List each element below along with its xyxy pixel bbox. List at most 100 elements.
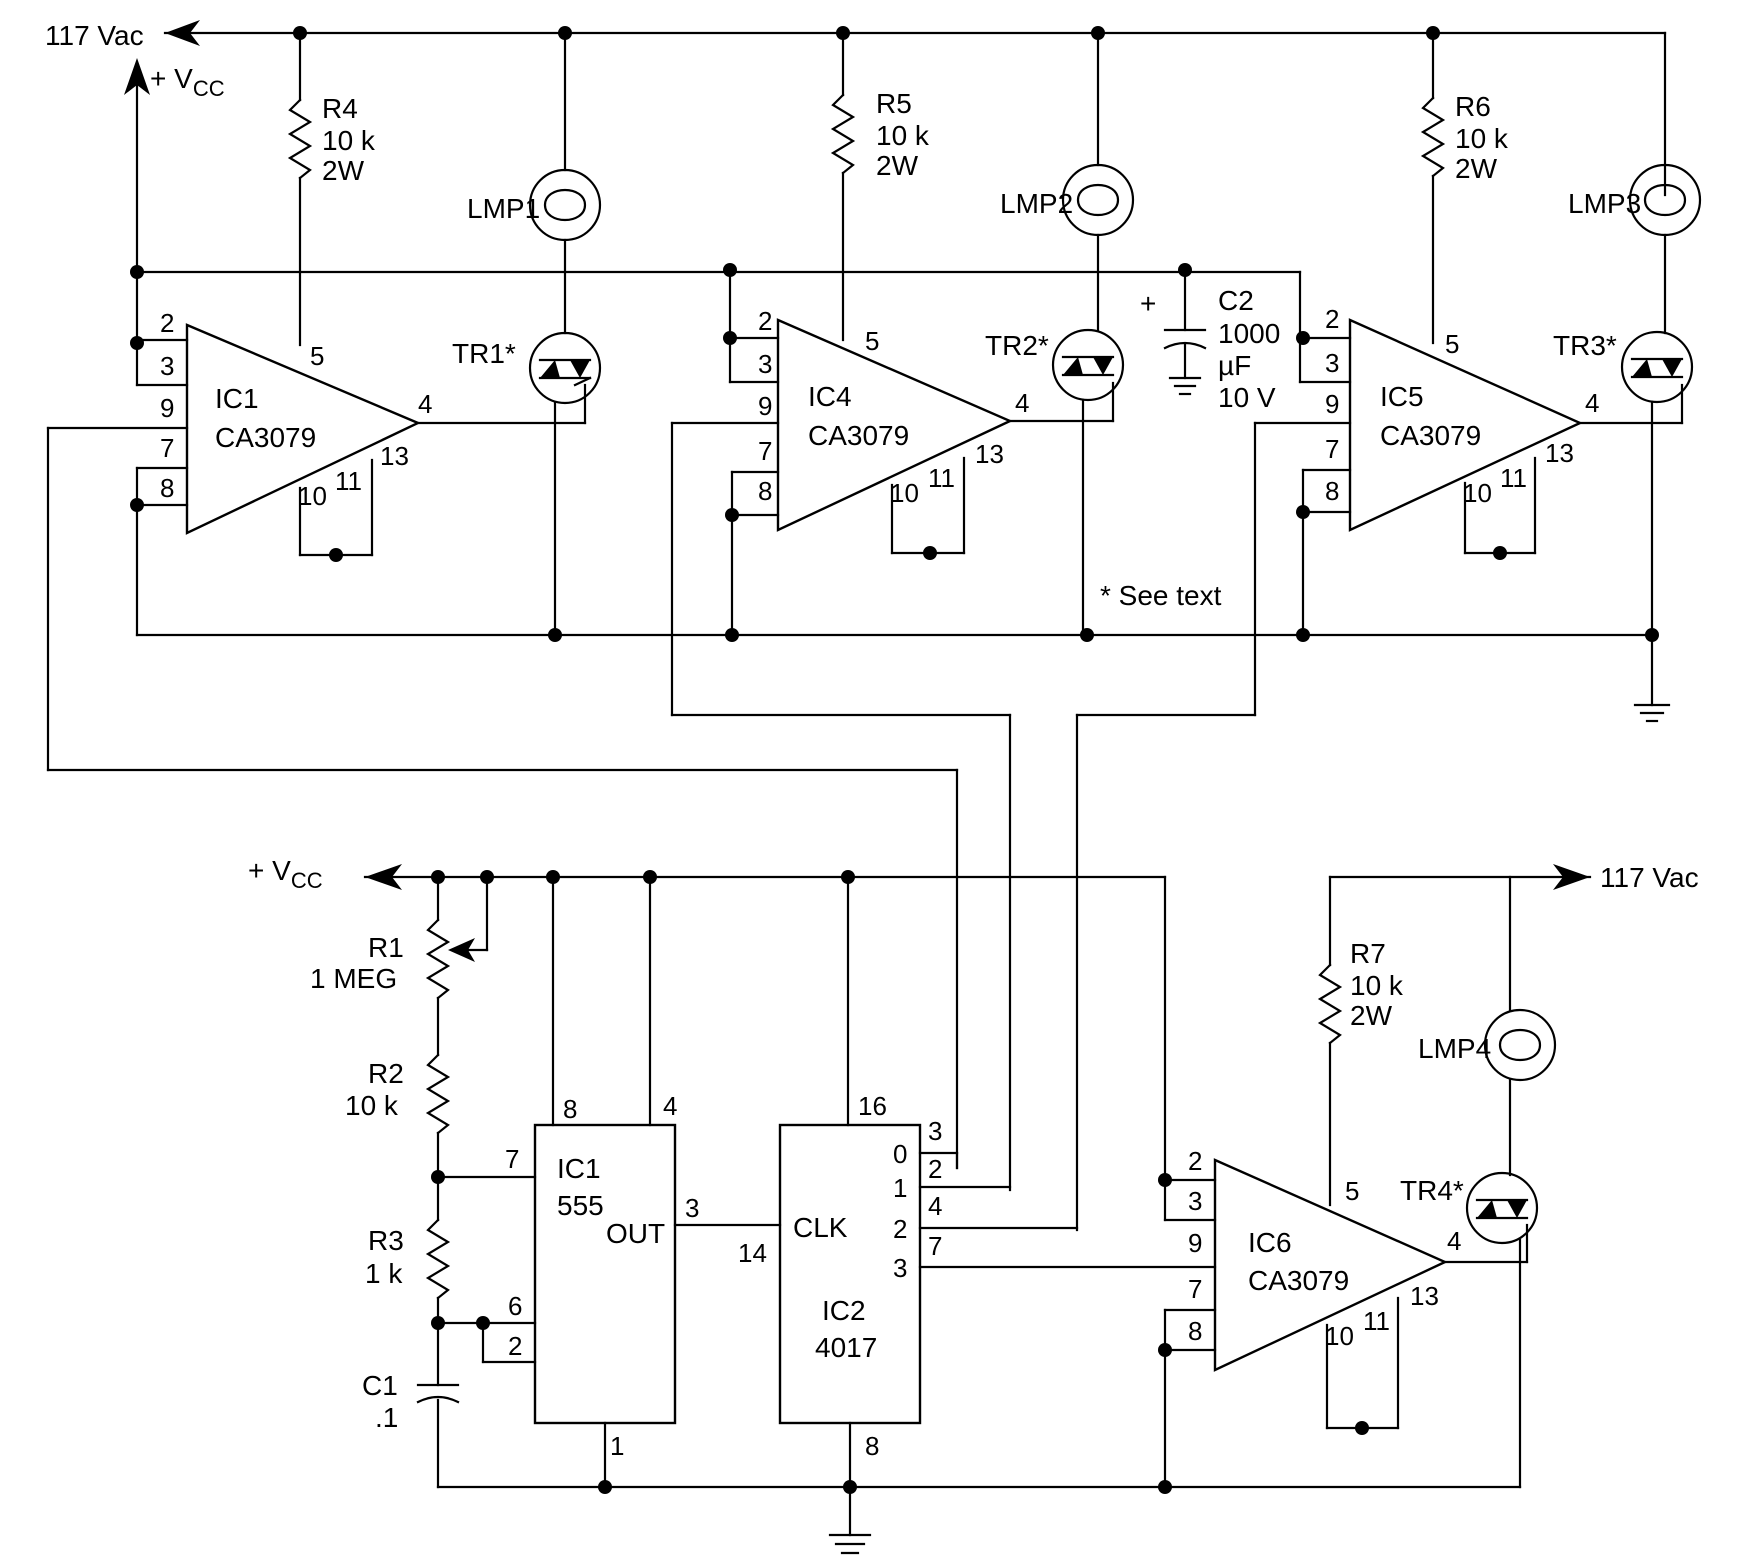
r6-label: R6 xyxy=(1455,91,1491,122)
ic5-pin-3: 3 xyxy=(1325,348,1339,378)
stage-2 xyxy=(670,31,1135,1192)
ic2-output-pin-3: 3 xyxy=(928,1116,942,1146)
ac-label-top: 117 Vac xyxy=(45,20,144,51)
ground-bus-top xyxy=(135,628,1671,723)
ic2-output-1: 1 xyxy=(893,1173,907,1203)
ic2-output-pin-4: 4 xyxy=(928,1191,942,1221)
ic1-pin-7: 7 xyxy=(160,433,174,463)
ic4-pin-9: 9 xyxy=(758,391,772,421)
ic4-pin-10: 10 xyxy=(890,478,919,508)
r5-rating: 2W xyxy=(876,150,919,181)
c1-value: .1 xyxy=(375,1402,398,1433)
lmp4-label: LMP4 xyxy=(1418,1033,1491,1064)
ic1-555-pin-6: 6 xyxy=(508,1291,522,1321)
r5-value: 10 k xyxy=(876,120,930,151)
r2-label: R2 xyxy=(368,1058,404,1089)
ic6-pin-7: 7 xyxy=(1188,1274,1202,1304)
ic1-555-part: 555 xyxy=(557,1190,604,1221)
c2-unit: µF xyxy=(1218,350,1251,381)
ac-label-bottom: 117 Vac xyxy=(1600,862,1699,893)
ic2-output-2: 2 xyxy=(893,1214,907,1244)
ic6-pin-8: 8 xyxy=(1188,1316,1202,1346)
ic4-pin-2: 2 xyxy=(758,306,772,336)
ic1-pin-8: 8 xyxy=(160,473,174,503)
r4-label: R4 xyxy=(322,93,358,124)
ic5-pin-13: 13 xyxy=(1545,438,1574,468)
ic1-pin-10: 10 xyxy=(298,481,327,511)
c2-label: C2 xyxy=(1218,285,1254,316)
ic2-output-pin-7: 7 xyxy=(928,1231,942,1261)
timing-network xyxy=(416,875,490,1489)
ic4-pin-5: 5 xyxy=(865,326,879,356)
ic6-pin-10: 10 xyxy=(1325,1321,1354,1351)
ic6-pin-4: 4 xyxy=(1447,1226,1461,1256)
ic5-pin-4: 4 xyxy=(1585,388,1599,418)
ic4-part: CA3079 xyxy=(808,420,909,451)
ic1-555-pin-1: 1 xyxy=(610,1431,624,1461)
vcc-top xyxy=(124,58,1302,342)
tr2-label: TR2* xyxy=(985,330,1049,361)
c2-rating: 10 V xyxy=(1218,382,1276,413)
r7-value: 10 k xyxy=(1350,970,1404,1001)
r4-value: 10 k xyxy=(322,125,376,156)
r3-value: 1 k xyxy=(365,1258,403,1289)
tr4-label: TR4* xyxy=(1400,1175,1464,1206)
ic2-output-pin-2: 2 xyxy=(928,1154,942,1184)
ic2-pin-8: 8 xyxy=(865,1431,879,1461)
vcc-bus-bottom xyxy=(363,864,1167,1182)
r6-value: 10 k xyxy=(1455,123,1509,154)
ic6-label: IC6 xyxy=(1248,1227,1292,1258)
r2-value: 10 k xyxy=(345,1090,399,1121)
ic4-pin-3: 3 xyxy=(758,349,772,379)
lmp1-label: LMP1 xyxy=(467,193,540,224)
ic4-pin-4: 4 xyxy=(1015,388,1029,418)
ic5-pin-10: 10 xyxy=(1463,478,1492,508)
vcc-label-bottom: + VCC xyxy=(248,855,323,893)
ic1-label: IC1 xyxy=(215,383,259,414)
r7-label: R7 xyxy=(1350,938,1386,969)
tr3-label: TR3* xyxy=(1553,330,1617,361)
c2-value: 1000 xyxy=(1218,318,1280,349)
ic4-pin-7: 7 xyxy=(758,436,772,466)
ic2-pin-14: 14 xyxy=(738,1238,767,1268)
ic4-pin-13: 13 xyxy=(975,439,1004,469)
ic5-part: CA3079 xyxy=(1380,420,1481,451)
stage-1 xyxy=(46,31,959,1170)
ic1-pin-13: 13 xyxy=(380,441,409,471)
ic1-555-pin-2: 2 xyxy=(508,1331,522,1361)
ac-bus-bottom xyxy=(1328,864,1592,1012)
ic2-label: IC2 xyxy=(822,1295,866,1326)
ic6-pin-3: 3 xyxy=(1188,1186,1202,1216)
r1-value: 1 MEG xyxy=(310,963,397,994)
see-text-note: * See text xyxy=(1100,580,1222,611)
ic1-pin-9: 9 xyxy=(160,393,174,423)
ic6-pin-13: 13 xyxy=(1410,1281,1439,1311)
tr1-label: TR1* xyxy=(452,338,516,369)
c1-label: C1 xyxy=(362,1370,398,1401)
vcc-label-top: + VCC xyxy=(150,63,225,101)
ic1-pin-4: 4 xyxy=(418,389,432,419)
ic5-label: IC5 xyxy=(1380,381,1424,412)
ic2-output-0: 0 xyxy=(893,1139,907,1169)
ic4-label: IC4 xyxy=(808,381,852,412)
c2-polarity: + xyxy=(1140,288,1156,319)
ic5-pin-2: 2 xyxy=(1325,304,1339,334)
ic6-part: CA3079 xyxy=(1248,1265,1349,1296)
ic1-pin-3: 3 xyxy=(160,351,174,381)
r7-rating: 2W xyxy=(1350,1000,1393,1031)
ic5-pin-11: 11 xyxy=(1500,463,1527,493)
ic5-pin-8: 8 xyxy=(1325,476,1339,506)
r3-label: R3 xyxy=(368,1225,404,1256)
ic6-pin-2: 2 xyxy=(1188,1146,1202,1176)
ic1-555-timer xyxy=(436,875,782,1489)
ic1-pin-11: 11 xyxy=(335,466,362,496)
ic2-pin-16: 16 xyxy=(858,1091,887,1121)
ic2-part: 4017 xyxy=(815,1332,877,1363)
ic1-555-pin-7: 7 xyxy=(505,1144,519,1174)
r5-label: R5 xyxy=(876,88,912,119)
r4-rating: 2W xyxy=(322,155,365,186)
ic1-pin-5: 5 xyxy=(310,341,324,371)
ic1-part: CA3079 xyxy=(215,422,316,453)
ac-bus-top xyxy=(163,20,1667,197)
